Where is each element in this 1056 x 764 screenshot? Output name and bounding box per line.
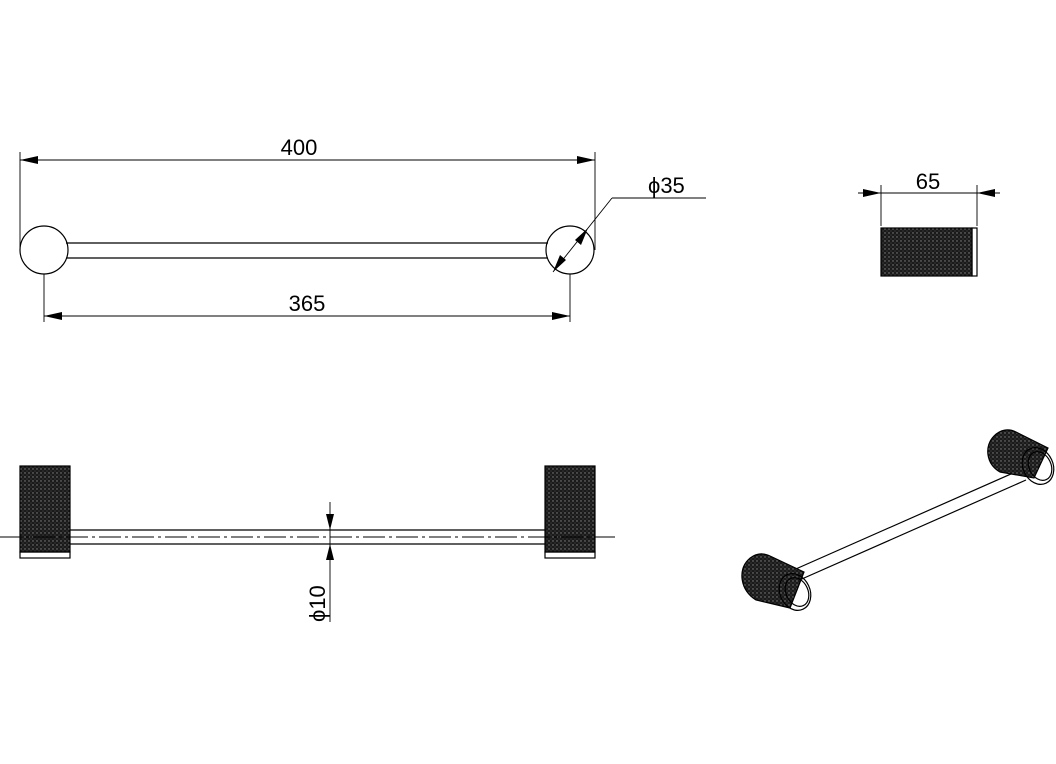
front-left-knurled-post bbox=[19, 465, 71, 553]
iso-right-cap bbox=[1021, 447, 1055, 485]
dimension-diameter-35: ϕ35 bbox=[552, 173, 706, 273]
iso-right-post bbox=[987, 429, 1055, 485]
front-view: ϕ10 bbox=[0, 465, 615, 622]
iso-rail-edge-upper bbox=[788, 469, 1021, 573]
front-right-knurled-post bbox=[544, 465, 596, 553]
top-view: 400 365 ϕ35 bbox=[19, 135, 706, 322]
side-view: 65 bbox=[858, 169, 1000, 277]
dimension-65: 65 bbox=[858, 169, 1000, 226]
iso-left-cap bbox=[778, 573, 812, 611]
iso-left-post bbox=[741, 553, 812, 611]
iso-rail-edge-lower bbox=[794, 479, 1027, 583]
isometric-view bbox=[741, 429, 1055, 611]
dimension-diameter-35-label: ϕ35 bbox=[648, 173, 685, 198]
dimension-400-label: 400 bbox=[281, 135, 318, 160]
dimension-365-label: 365 bbox=[289, 291, 326, 316]
left-post-circle bbox=[19, 225, 69, 275]
front-left-cap bbox=[19, 551, 71, 559]
dimension-diameter-10-label: ϕ10 bbox=[305, 585, 330, 622]
dimension-400: 400 bbox=[19, 135, 596, 250]
dimension-65-label: 65 bbox=[916, 169, 940, 194]
side-view-cap bbox=[971, 227, 978, 277]
front-right-cap bbox=[544, 551, 596, 559]
side-view-knurled-post bbox=[880, 227, 973, 277]
dimension-diameter-10: ϕ10 bbox=[305, 502, 334, 622]
dimension-365: 365 bbox=[43, 274, 571, 322]
